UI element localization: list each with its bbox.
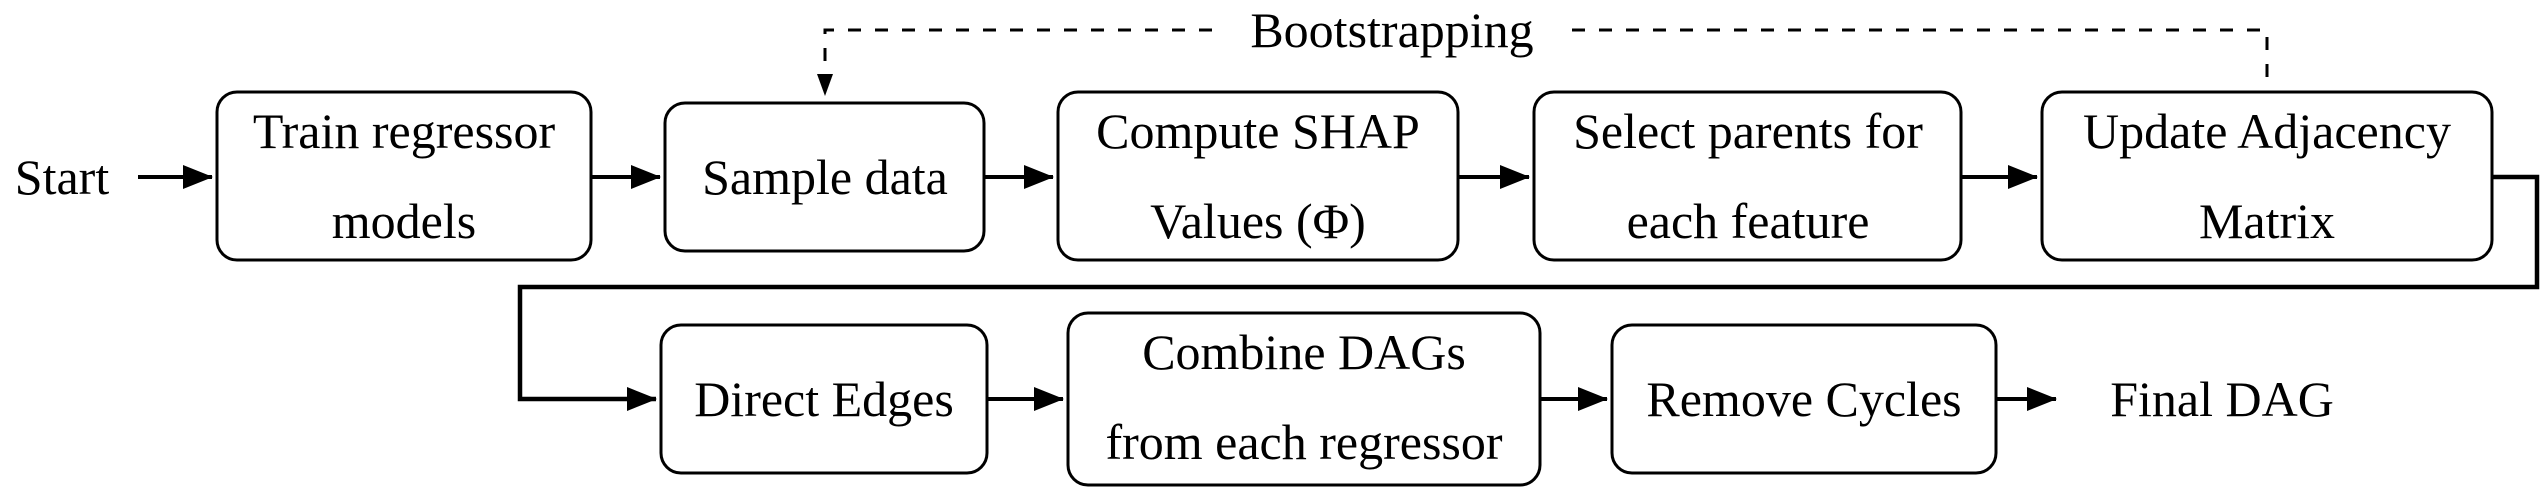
start-label: Start	[15, 149, 110, 205]
node-label-line2: Values (Φ)	[1150, 193, 1366, 249]
node-compute-shap-values: Compute SHAP Values (Φ)	[1056, 90, 1460, 262]
node-sample-data: Sample data	[663, 101, 986, 253]
node-update-adjacency-matrix: Update Adjacency Matrix	[2040, 90, 2494, 262]
node-label-line2: from each regressor	[1105, 414, 1502, 470]
node-label-line1: Compute SHAP	[1096, 103, 1420, 159]
node-label-line1: Combine DAGs	[1142, 324, 1466, 380]
node-label-line2: Matrix	[2199, 193, 2335, 249]
final-dag-label: Final DAG	[2110, 371, 2334, 427]
node-train-regressor-models: Train regressor models	[215, 90, 593, 262]
node-label-line2: models	[332, 193, 476, 249]
node-combine-dags: Combine DAGs from each regressor	[1066, 311, 1542, 487]
bootstrap-loop-label: Bootstrapping	[1250, 2, 1533, 58]
node-label-line1: Select parents for	[1573, 103, 1923, 159]
node-label-line1: Direct Edges	[694, 371, 954, 427]
node-label-line1: Sample data	[702, 149, 948, 205]
node-label-line1: Train regressor	[253, 103, 556, 159]
node-remove-cycles: Remove Cycles	[1610, 323, 1998, 475]
bootstrap-dashed-arrow-left	[817, 28, 1212, 96]
node-label-line2: each feature	[1627, 193, 1870, 249]
node-select-parents: Select parents for each feature	[1532, 90, 1963, 262]
connector-adjacency-to-direct	[517, 174, 2540, 411]
node-label-line1: Remove Cycles	[1646, 371, 1961, 427]
bootstrap-dashed-line-right	[1572, 28, 2269, 90]
node-direct-edges: Direct Edges	[659, 323, 989, 475]
node-label-line1: Update Adjacency	[2083, 103, 2451, 159]
